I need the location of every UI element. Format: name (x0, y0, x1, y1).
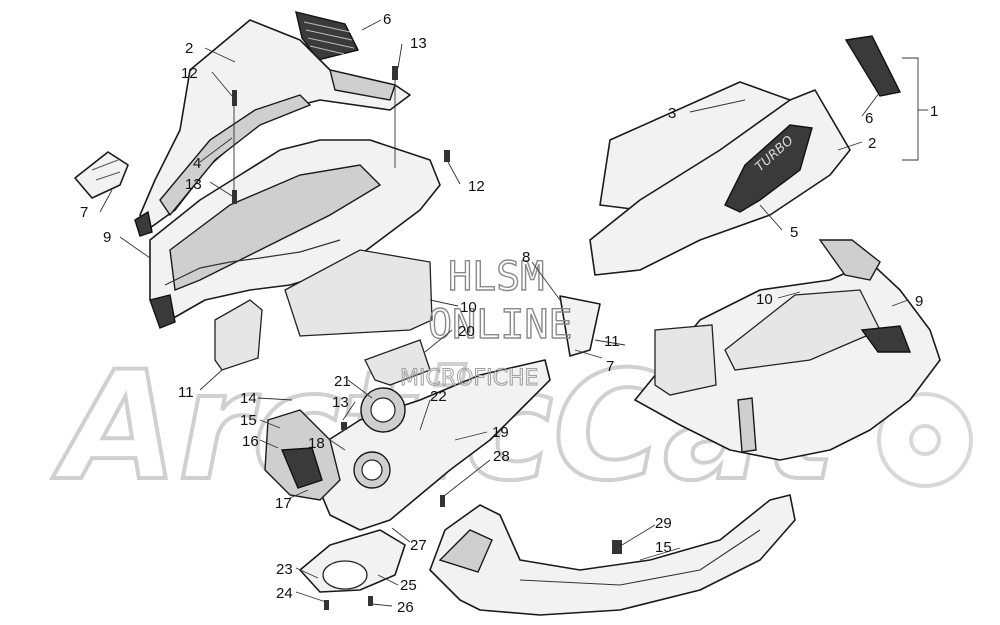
vent-opening-right (860, 325, 912, 353)
callout-19: 19 (492, 424, 509, 441)
callout-29: 29 (655, 515, 672, 532)
callout-6-right: 6 (865, 110, 873, 127)
foam-block-20 (364, 339, 431, 386)
callout-15-right: 15 (655, 539, 672, 556)
callout-9-left: 9 (103, 229, 111, 246)
callout-2-left: 2 (185, 40, 193, 57)
callout-3: 3 (668, 105, 676, 122)
inner-panel-assembly (264, 339, 551, 610)
callout-11-left: 11 (178, 384, 194, 401)
callout-23: 23 (276, 561, 293, 578)
hood-inner-trim (159, 94, 312, 217)
hood-latch-left (149, 294, 176, 329)
foam-pad-left (284, 249, 433, 337)
callout-12-right: 12 (468, 178, 485, 195)
callout-20: 20 (458, 323, 475, 340)
callout-28: 28 (493, 448, 510, 465)
hood-clip-right (818, 239, 881, 281)
callout-7-left: 7 (80, 204, 88, 221)
hood-vent-base (329, 69, 396, 101)
turbo-decal (724, 124, 813, 213)
callout-13-mid: 13 (185, 176, 202, 193)
watermark-hub-icon (909, 424, 941, 456)
rivet-24 (324, 600, 329, 610)
callout-10-right: 10 (756, 291, 773, 308)
callout-27: 27 (410, 537, 427, 554)
callout-26: 26 (397, 599, 414, 616)
screw-13-mid (232, 190, 237, 204)
callout-9-right: 9 (915, 293, 923, 310)
lower-duct-opening (322, 560, 368, 590)
callout-2-right: 2 (868, 135, 876, 152)
callout-10-left: 10 (460, 299, 477, 316)
trim-block-right (654, 324, 717, 396)
side-vent-center (559, 295, 601, 357)
belly-pan (429, 494, 796, 616)
callout-22: 22 (430, 388, 447, 405)
vent-grille-right (844, 35, 902, 97)
callout-17: 17 (275, 495, 292, 512)
callout-16: 16 (242, 433, 259, 450)
callout-14: 14 (240, 390, 257, 407)
callout-7-center: 7 (606, 358, 614, 375)
callout-5: 5 (790, 224, 798, 241)
callout-13-lower: 13 (332, 394, 349, 411)
callout-4: 4 (193, 155, 201, 172)
watermark-line2: ONLINE (428, 302, 573, 348)
callout-15-left: 15 (240, 412, 257, 429)
screw-12-left (232, 90, 237, 106)
lower-hood-cavity (169, 164, 382, 291)
watermark-line3: MICROFICHE (400, 366, 538, 391)
right-hood-assembly: TURBO (559, 35, 941, 461)
left-hood-assembly (74, 11, 450, 371)
side-vent-left (74, 151, 129, 199)
side-duct-opening (280, 447, 323, 489)
callout-1: 1 (930, 103, 938, 120)
callout-labels: 6 2 12 13 4 13 12 7 9 10 20 11 3 6 2 1 5… (80, 11, 938, 616)
watermark-wheel-icon (877, 392, 973, 488)
hood-clip-left (134, 210, 153, 237)
belly-pan-front (438, 529, 493, 573)
trim-block-left (214, 299, 263, 371)
rivet-26 (368, 596, 373, 606)
rivet-13-lower (341, 422, 347, 430)
callout-21: 21 (334, 373, 351, 390)
hlsm-watermark: HLSM ONLINE MICROFICHE (400, 253, 574, 391)
side-slot-right (737, 397, 757, 453)
callout-24: 24 (276, 585, 293, 602)
watermark-line1: HLSM (448, 254, 544, 300)
callout-13-top: 13 (410, 35, 427, 52)
callout-8: 8 (522, 249, 530, 266)
screw-13-top (392, 66, 398, 80)
clip-29 (612, 540, 622, 554)
leader-lines (99, 19, 928, 607)
callout-25: 25 (400, 577, 417, 594)
callout-18: 18 (308, 435, 325, 452)
screw-12-right (444, 150, 450, 162)
callout-11-right: 11 (604, 333, 620, 350)
belly-pan-assembly (429, 494, 796, 616)
callout-12-left: 12 (181, 65, 198, 82)
rivet-28 (440, 495, 445, 507)
callout-6-left: 6 (383, 11, 391, 28)
